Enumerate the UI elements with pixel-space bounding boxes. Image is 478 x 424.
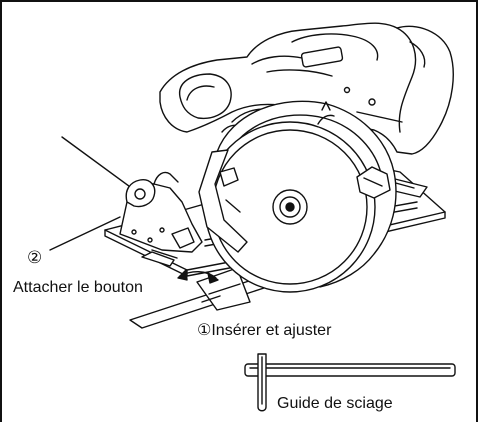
leader-line-knob: [61, 136, 138, 193]
leader-line-2: [49, 216, 121, 251]
attach-button-label: Attacher le bouton: [13, 279, 143, 296]
callout-2-label: ②: [27, 248, 43, 267]
rear-bracket: [356, 166, 391, 199]
front-bracket-knob: [119, 171, 203, 267]
saw-guide-label: Guide de sciage: [277, 395, 393, 412]
blade-assembly: [198, 100, 397, 293]
insert-adjust-label: ①Insérer et ajuster: [197, 322, 332, 339]
saw-guide-part: [244, 353, 456, 412]
saw-housing: [159, 22, 454, 155]
adjust-arrow: [177, 269, 219, 284]
